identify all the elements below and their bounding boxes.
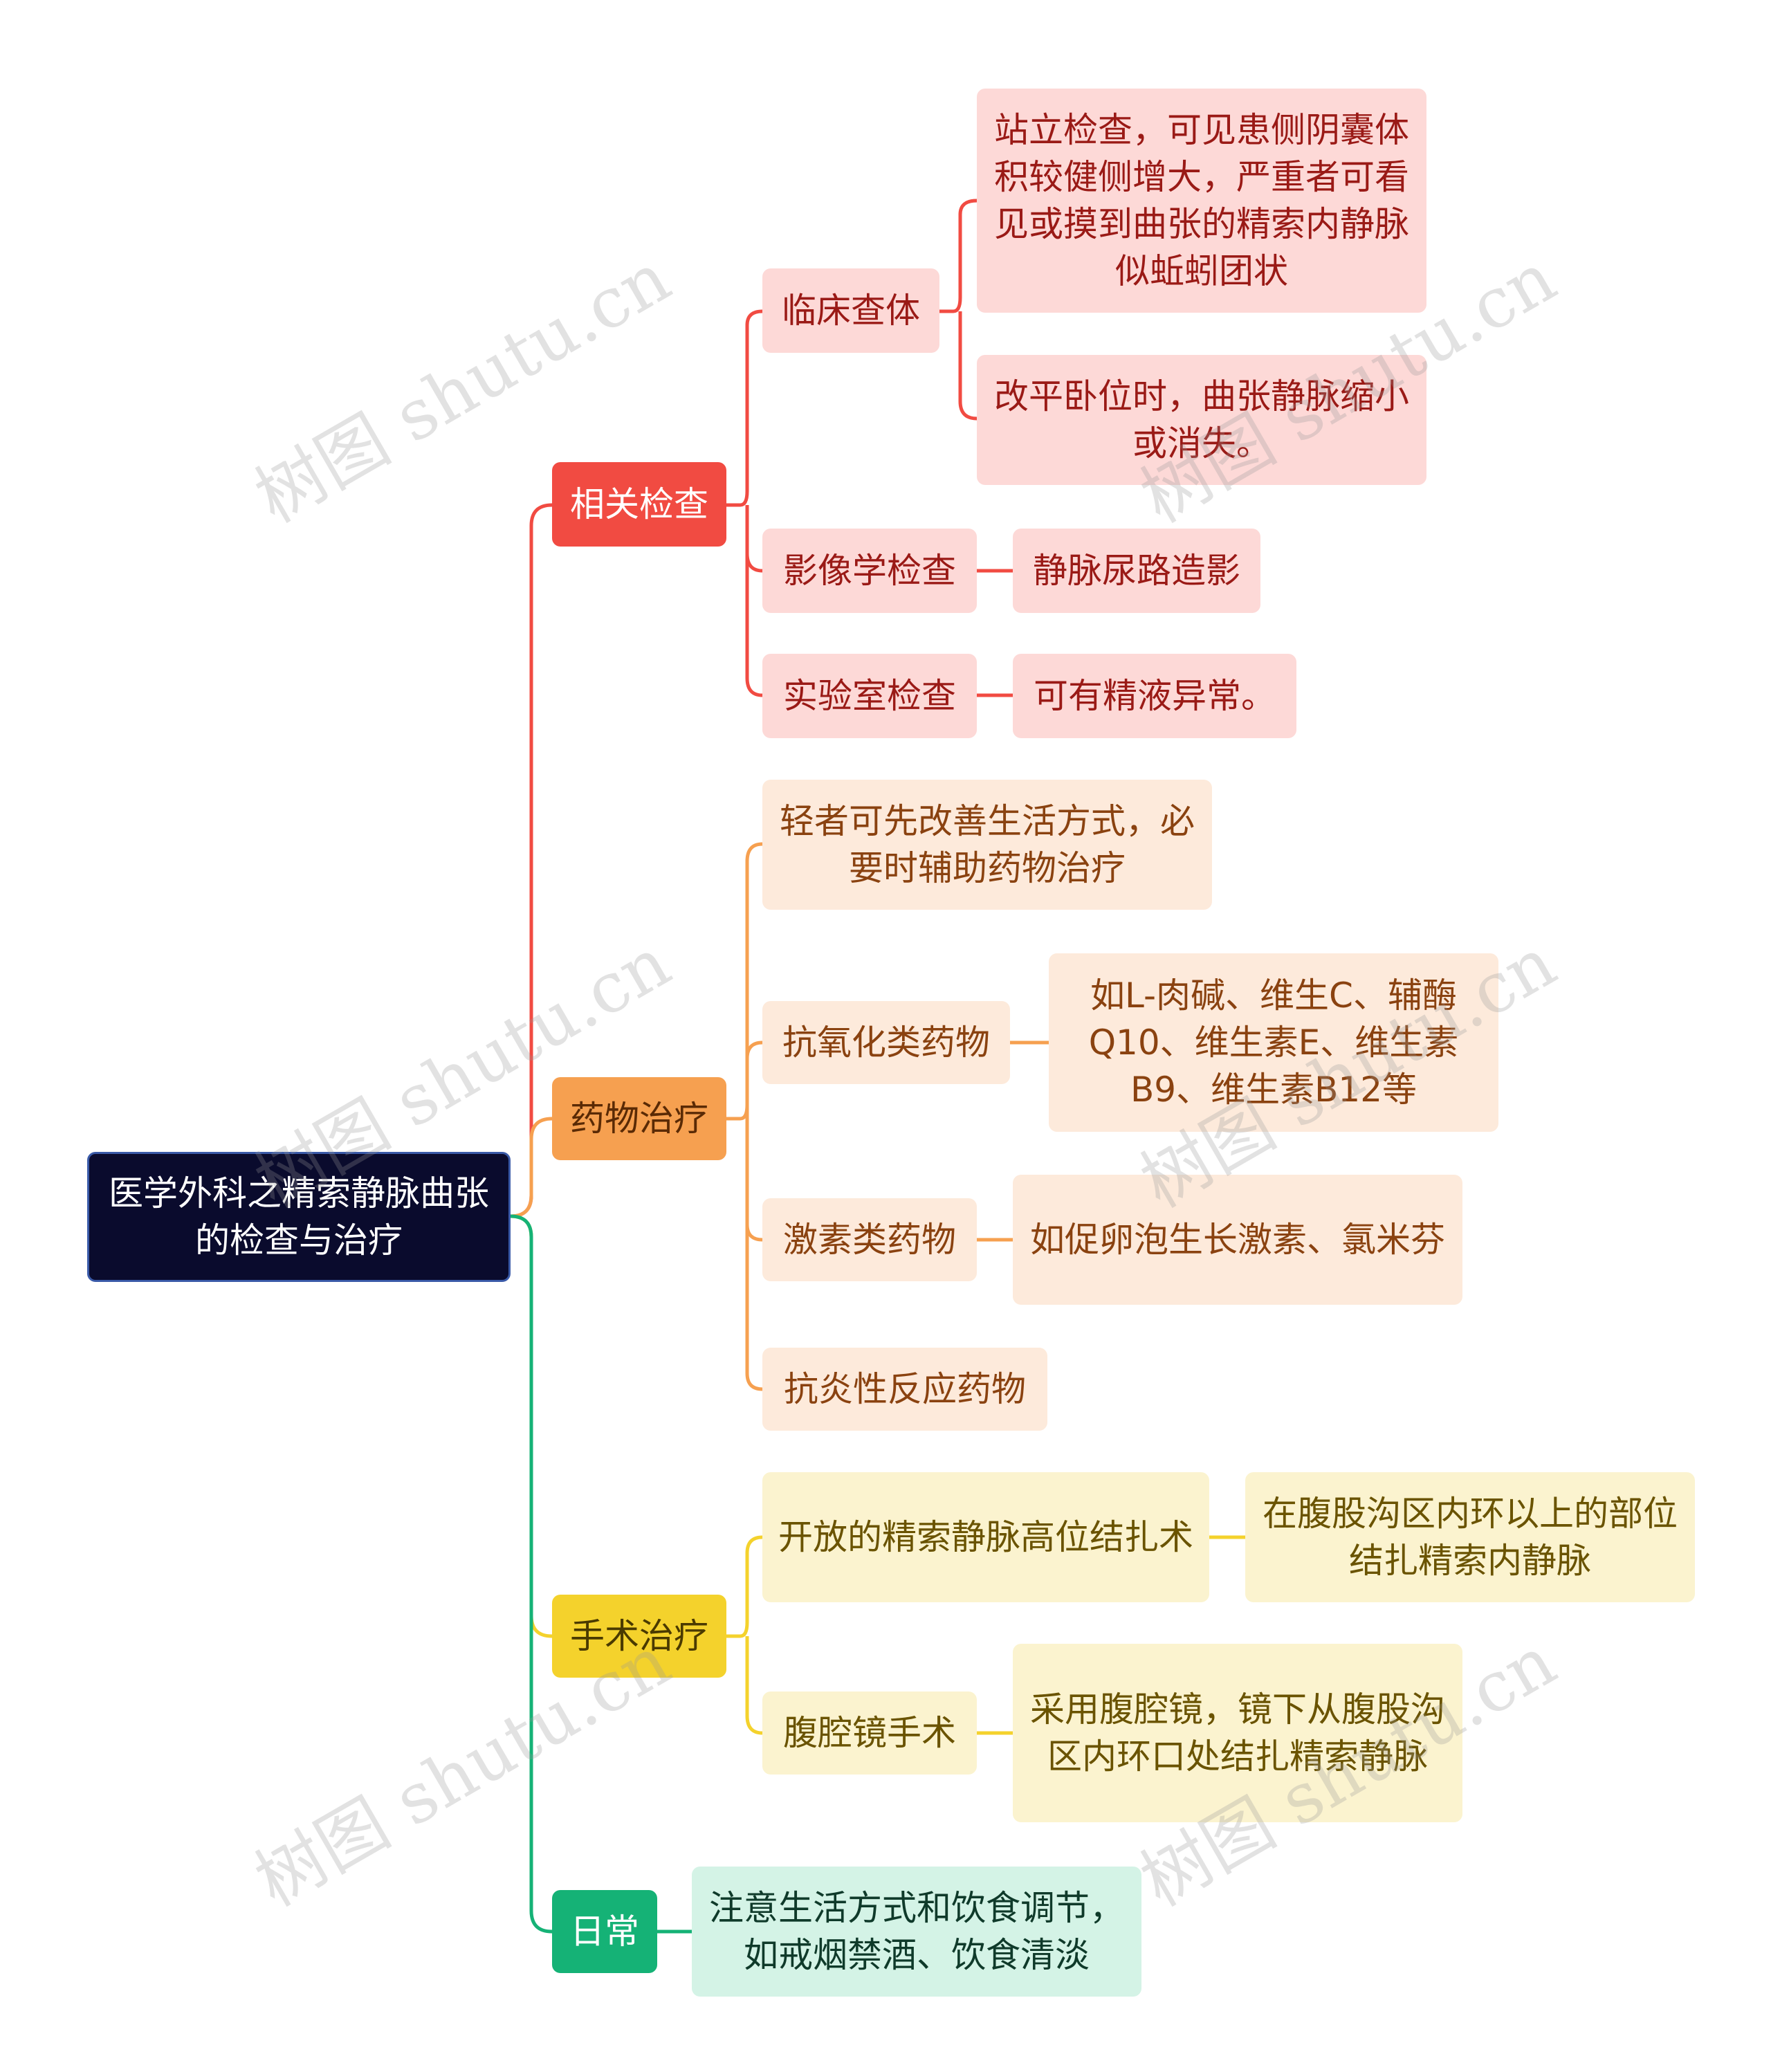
anti-inflammatory-label: 抗炎性反应药物 (784, 1369, 1026, 1409)
hormone-node[interactable]: 激素类药物 (762, 1198, 977, 1281)
hormone-detail-text: 如促卵泡生长激素、氯米芬 (1030, 1220, 1445, 1260)
antioxidant-label: 抗氧化类药物 (782, 1023, 990, 1063)
clinical-exam-detail-2[interactable]: 改平卧位时，曲张静脉缩小或消失。 (977, 355, 1426, 485)
root-node[interactable]: 医学外科之精索静脉曲张的检查与治疗 (87, 1152, 511, 1282)
clinical-exam-node[interactable]: 临床查体 (762, 268, 939, 353)
hormone-detail[interactable]: 如促卵泡生长激素、氯米芬 (1013, 1175, 1462, 1305)
branch-daily-label: 日常 (570, 1911, 639, 1952)
laparoscopic-surgery-detail[interactable]: 采用腹腔镜，镜下从腹股沟区内环口处结扎精索静脉 (1013, 1644, 1462, 1822)
anti-inflammatory-node[interactable]: 抗炎性反应药物 (762, 1348, 1047, 1431)
imaging-exam-detail-text: 静脉尿路造影 (1033, 551, 1240, 591)
open-surgery-node[interactable]: 开放的精索静脉高位结扎术 (762, 1472, 1209, 1602)
clinical-exam-detail-1[interactable]: 站立检查，可见患侧阴囊体积较健侧增大，严重者可看见或摸到曲张的精索内静脉似蚯蚓团… (977, 89, 1426, 313)
imaging-exam-node[interactable]: 影像学检查 (762, 529, 977, 613)
lab-exam-node[interactable]: 实验室检查 (762, 654, 977, 738)
branch-surgery[interactable]: 手术治疗 (552, 1595, 726, 1678)
antioxidant-detail-text: 如L-肉碱、维生C、辅酶Q10、维生素E、维生素B9、维生素B12等 (1088, 975, 1459, 1110)
imaging-exam-label: 影像学检查 (783, 551, 956, 591)
mild-treatment-text: 轻者可先改善生活方式，必要时辅助药物治疗 (780, 801, 1195, 888)
lab-exam-label: 实验室检查 (783, 676, 956, 716)
daily-detail-text: 注意生活方式和饮食调节，如戒烟禁酒、饮食清淡 (709, 1888, 1124, 1975)
antioxidant-node[interactable]: 抗氧化类药物 (762, 1001, 1010, 1084)
open-surgery-detail[interactable]: 在腹股沟区内环以上的部位结扎精索内静脉 (1245, 1472, 1695, 1602)
mild-treatment-node[interactable]: 轻者可先改善生活方式，必要时辅助药物治疗 (762, 780, 1212, 910)
branch-daily[interactable]: 日常 (552, 1890, 657, 1973)
laparoscopic-surgery-node[interactable]: 腹腔镜手术 (762, 1691, 977, 1775)
open-surgery-label: 开放的精索静脉高位结扎术 (778, 1517, 1193, 1557)
clinical-exam-detail-2-text: 改平卧位时，曲张静脉缩小或消失。 (994, 376, 1409, 464)
antioxidant-detail[interactable]: 如L-肉碱、维生C、辅酶Q10、维生素E、维生素B9、维生素B12等 (1049, 953, 1498, 1132)
laparoscopic-surgery-detail-text: 采用腹腔镜，镜下从腹股沟区内环口处结扎精索静脉 (1030, 1689, 1445, 1777)
clinical-exam-detail-1-text: 站立检查，可见患侧阴囊体积较健侧增大，严重者可看见或摸到曲张的精索内静脉似蚯蚓团… (994, 110, 1409, 291)
branch-drug-label: 药物治疗 (570, 1099, 708, 1139)
root-label: 医学外科之精索静脉曲张的检查与治疗 (109, 1173, 489, 1260)
branch-exam-label: 相关检查 (570, 484, 708, 524)
hormone-label: 激素类药物 (783, 1220, 956, 1260)
clinical-exam-label: 临床查体 (782, 291, 920, 331)
imaging-exam-detail[interactable]: 静脉尿路造影 (1013, 529, 1260, 613)
lab-exam-detail[interactable]: 可有精液异常。 (1013, 654, 1296, 738)
laparoscopic-surgery-label: 腹腔镜手术 (783, 1713, 956, 1753)
branch-exam[interactable]: 相关检查 (552, 462, 726, 547)
daily-detail[interactable]: 注意生活方式和饮食调节，如戒烟禁酒、饮食清淡 (692, 1867, 1141, 1997)
branch-drug[interactable]: 药物治疗 (552, 1077, 726, 1160)
branch-surgery-label: 手术治疗 (570, 1616, 708, 1656)
lab-exam-detail-text: 可有精液异常。 (1034, 676, 1276, 716)
open-surgery-detail-text: 在腹股沟区内环以上的部位结扎精索内静脉 (1263, 1494, 1678, 1581)
